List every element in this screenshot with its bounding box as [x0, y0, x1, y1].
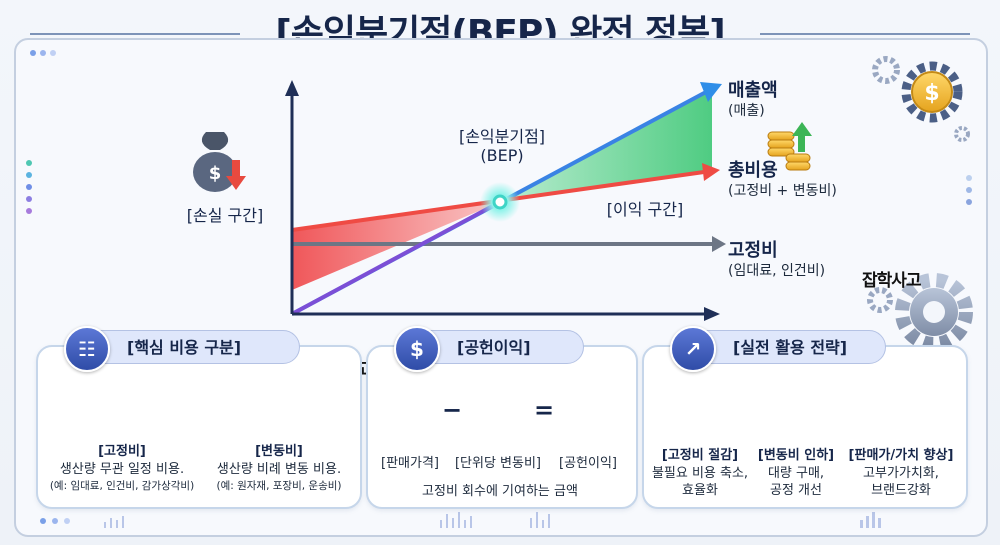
revenue-line-lower — [291, 200, 501, 316]
revenue-sub-label: (매출) — [728, 103, 765, 119]
variable-cost-title: [변동비] — [255, 444, 303, 459]
decor-dot — [30, 50, 36, 56]
unit-variable-cost-title: [단위당 변동비] — [454, 456, 542, 471]
contribution-title: [공헌이익] — [559, 456, 617, 471]
bep-label: [손익분기점] — [458, 127, 546, 146]
decor-dot — [26, 208, 32, 214]
total-cost-label: 총비용 — [728, 160, 778, 181]
decor-dot — [966, 187, 972, 193]
price-title: [판매가격] — [381, 456, 439, 471]
document-coin-icon: ☷ — [64, 326, 110, 372]
decor-dot — [40, 50, 46, 56]
card-strategies — [642, 345, 968, 509]
total-cost-arrowhead — [702, 163, 720, 181]
decor-dot — [966, 199, 972, 205]
card-contribution-heading: [공헌이익] — [414, 330, 584, 364]
decor-dot — [50, 50, 56, 56]
strategy-price-desc2: 브랜드강화 — [871, 483, 931, 498]
minus-operator: − — [442, 396, 463, 424]
decor-dot — [52, 518, 58, 524]
fixed-cost-example: (예: 임대료, 인건비, 감가상각비) — [49, 480, 195, 492]
fixed-cost-arrowhead — [712, 236, 726, 252]
strategy-variable-desc2: 공정 개선 — [770, 483, 822, 498]
fixed-cost-sub-label: (임대료, 인건비) — [728, 263, 826, 279]
watermark-logo: 잡학사고 — [862, 271, 922, 291]
strategy-fixed-desc1: 불필요 비용 축소, — [651, 466, 749, 481]
svg-text:$: $ — [209, 163, 222, 184]
decor-dot — [26, 172, 32, 178]
card-cost-types — [36, 345, 362, 509]
strategy-fixed-desc2: 효율화 — [682, 483, 718, 498]
y-axis-arrowhead — [285, 80, 299, 96]
revenue-label: 매출액 — [728, 80, 778, 101]
decor-bars — [104, 512, 881, 528]
x-axis-arrowhead — [704, 307, 720, 321]
gear-icon — [867, 273, 973, 351]
svg-text:$: $ — [924, 81, 939, 106]
strategy-price-desc1: 고부가가치화, — [863, 466, 939, 481]
money-bag-icon: $ — [193, 132, 246, 192]
revenue-arrowhead — [700, 82, 722, 102]
bep-sub-label: (BEP) — [480, 146, 524, 165]
card-contribution-margin — [366, 345, 638, 509]
strategy-price-title: [판매가/가치 향상] — [848, 448, 954, 463]
fixed-cost-label: 고정비 — [728, 240, 778, 261]
decor-dot — [64, 518, 70, 524]
loss-zone-label: [손실 구간] — [186, 206, 264, 225]
card-strategies-heading: [실전 활용 전략] — [690, 330, 886, 364]
strategy-variable-title: [변동비 인하] — [757, 448, 835, 463]
bep-point — [492, 194, 508, 210]
title-right-line — [760, 33, 970, 35]
contribution-footer: 고정비 회수에 기여하는 금액 — [422, 484, 578, 499]
total-cost-sub-label: (고정비 + 변동비) — [728, 183, 837, 199]
card-cost-types-heading: [핵심 비용 구분] — [84, 330, 300, 364]
profit-zone-label: [이익 구간] — [606, 200, 684, 219]
growth-chart-icon: ↗ — [670, 326, 716, 372]
fixed-cost-desc: 생산량 무관 일정 비용. — [59, 462, 185, 477]
decor-dot — [26, 196, 32, 202]
decor-dot — [26, 160, 32, 166]
dollar-icon: $ — [394, 326, 440, 372]
coins-up-icon — [767, 122, 812, 171]
variable-cost-desc: 생산량 비례 변동 비용. — [216, 462, 342, 477]
title-left-line — [30, 33, 240, 35]
gear-coin-icon: $ — [872, 56, 970, 142]
equals-operator: = — [534, 396, 555, 424]
decor-dot — [966, 175, 972, 181]
decor-dot — [40, 518, 46, 524]
variable-cost-example: (예: 원자재, 포장비, 운송비) — [216, 480, 342, 492]
strategy-fixed-title: [고정비 절감] — [661, 448, 739, 463]
strategy-variable-desc1: 대량 구매, — [767, 466, 825, 481]
decor-dot — [26, 184, 32, 190]
fixed-cost-title: [고정비] — [98, 444, 146, 459]
